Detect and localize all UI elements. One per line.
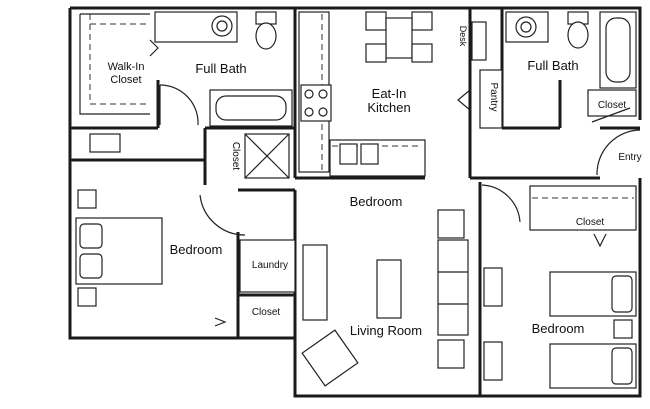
toilet-icon bbox=[567, 21, 589, 49]
full-bath-right-fixtures bbox=[505, 11, 641, 176]
chair-icon bbox=[411, 11, 433, 31]
dresser-icon bbox=[483, 267, 503, 307]
label-laundry: Laundry bbox=[252, 260, 288, 271]
label-full-bath-left: Full Bath bbox=[195, 61, 246, 76]
living-room-furniture bbox=[301, 184, 521, 387]
end-table bbox=[437, 339, 465, 369]
label-living-room: Living Room bbox=[350, 323, 422, 338]
label-desk: Desk bbox=[458, 26, 468, 47]
nightstand-icon bbox=[613, 319, 633, 339]
exterior-walls bbox=[68, 6, 642, 398]
label-walk-in-closet-2: Closet bbox=[110, 74, 141, 86]
bedroom-left-furniture bbox=[75, 133, 296, 327]
toilet-icon bbox=[255, 22, 277, 50]
dining-table bbox=[385, 17, 413, 59]
label-bedroom-left: Bedroom bbox=[170, 242, 223, 257]
label-bedroom-right: Bedroom bbox=[532, 321, 585, 336]
label-entry: Entry bbox=[618, 152, 641, 163]
chair-icon bbox=[365, 11, 387, 31]
coffee-table bbox=[376, 259, 402, 319]
sofa-icon bbox=[437, 239, 469, 336]
label-walk-in-closet-1: Walk-In bbox=[108, 61, 145, 73]
pantry-box bbox=[479, 69, 503, 129]
label-full-bath-right: Full Bath bbox=[527, 58, 578, 73]
bedroom-right-furniture bbox=[483, 185, 637, 389]
interior-walls bbox=[70, 8, 640, 396]
chair-icon bbox=[411, 43, 433, 63]
dresser-icon bbox=[483, 341, 503, 381]
nightstand-icon bbox=[77, 189, 97, 209]
chair-icon bbox=[365, 43, 387, 63]
label-closet-right-bath: Closet bbox=[598, 100, 627, 111]
nightstand-icon bbox=[77, 287, 97, 307]
label-closet-right-bedroom: Closet bbox=[576, 217, 605, 228]
label-eat-in-kitchen-2: Kitchen bbox=[367, 100, 410, 115]
closet-right-box bbox=[529, 185, 637, 231]
toilet-tank bbox=[255, 11, 277, 25]
walk-in-closet bbox=[79, 13, 159, 115]
desk-icon bbox=[471, 21, 487, 61]
label-closet-hall: Closet bbox=[230, 142, 241, 171]
tv-console bbox=[302, 244, 328, 321]
dresser-icon bbox=[89, 133, 121, 153]
room-labels: Walk-In Closet Full Bath Eat-In Kitchen … bbox=[108, 26, 642, 338]
label-closet-left-bottom: Closet bbox=[252, 307, 281, 318]
label-bedroom-center: Bedroom bbox=[350, 194, 403, 209]
closet-box bbox=[587, 89, 637, 117]
kitchen-sink-icon bbox=[339, 143, 358, 165]
laundry-box bbox=[239, 239, 296, 293]
kitchen-fixtures bbox=[298, 11, 503, 177]
full-bath-left-fixtures bbox=[154, 11, 293, 179]
armchair-icon bbox=[301, 329, 359, 387]
label-eat-in-kitchen-1: Eat-In bbox=[372, 86, 407, 101]
stove-icon bbox=[300, 84, 332, 122]
label-pantry: Pantry bbox=[488, 83, 499, 112]
end-table bbox=[437, 209, 465, 239]
